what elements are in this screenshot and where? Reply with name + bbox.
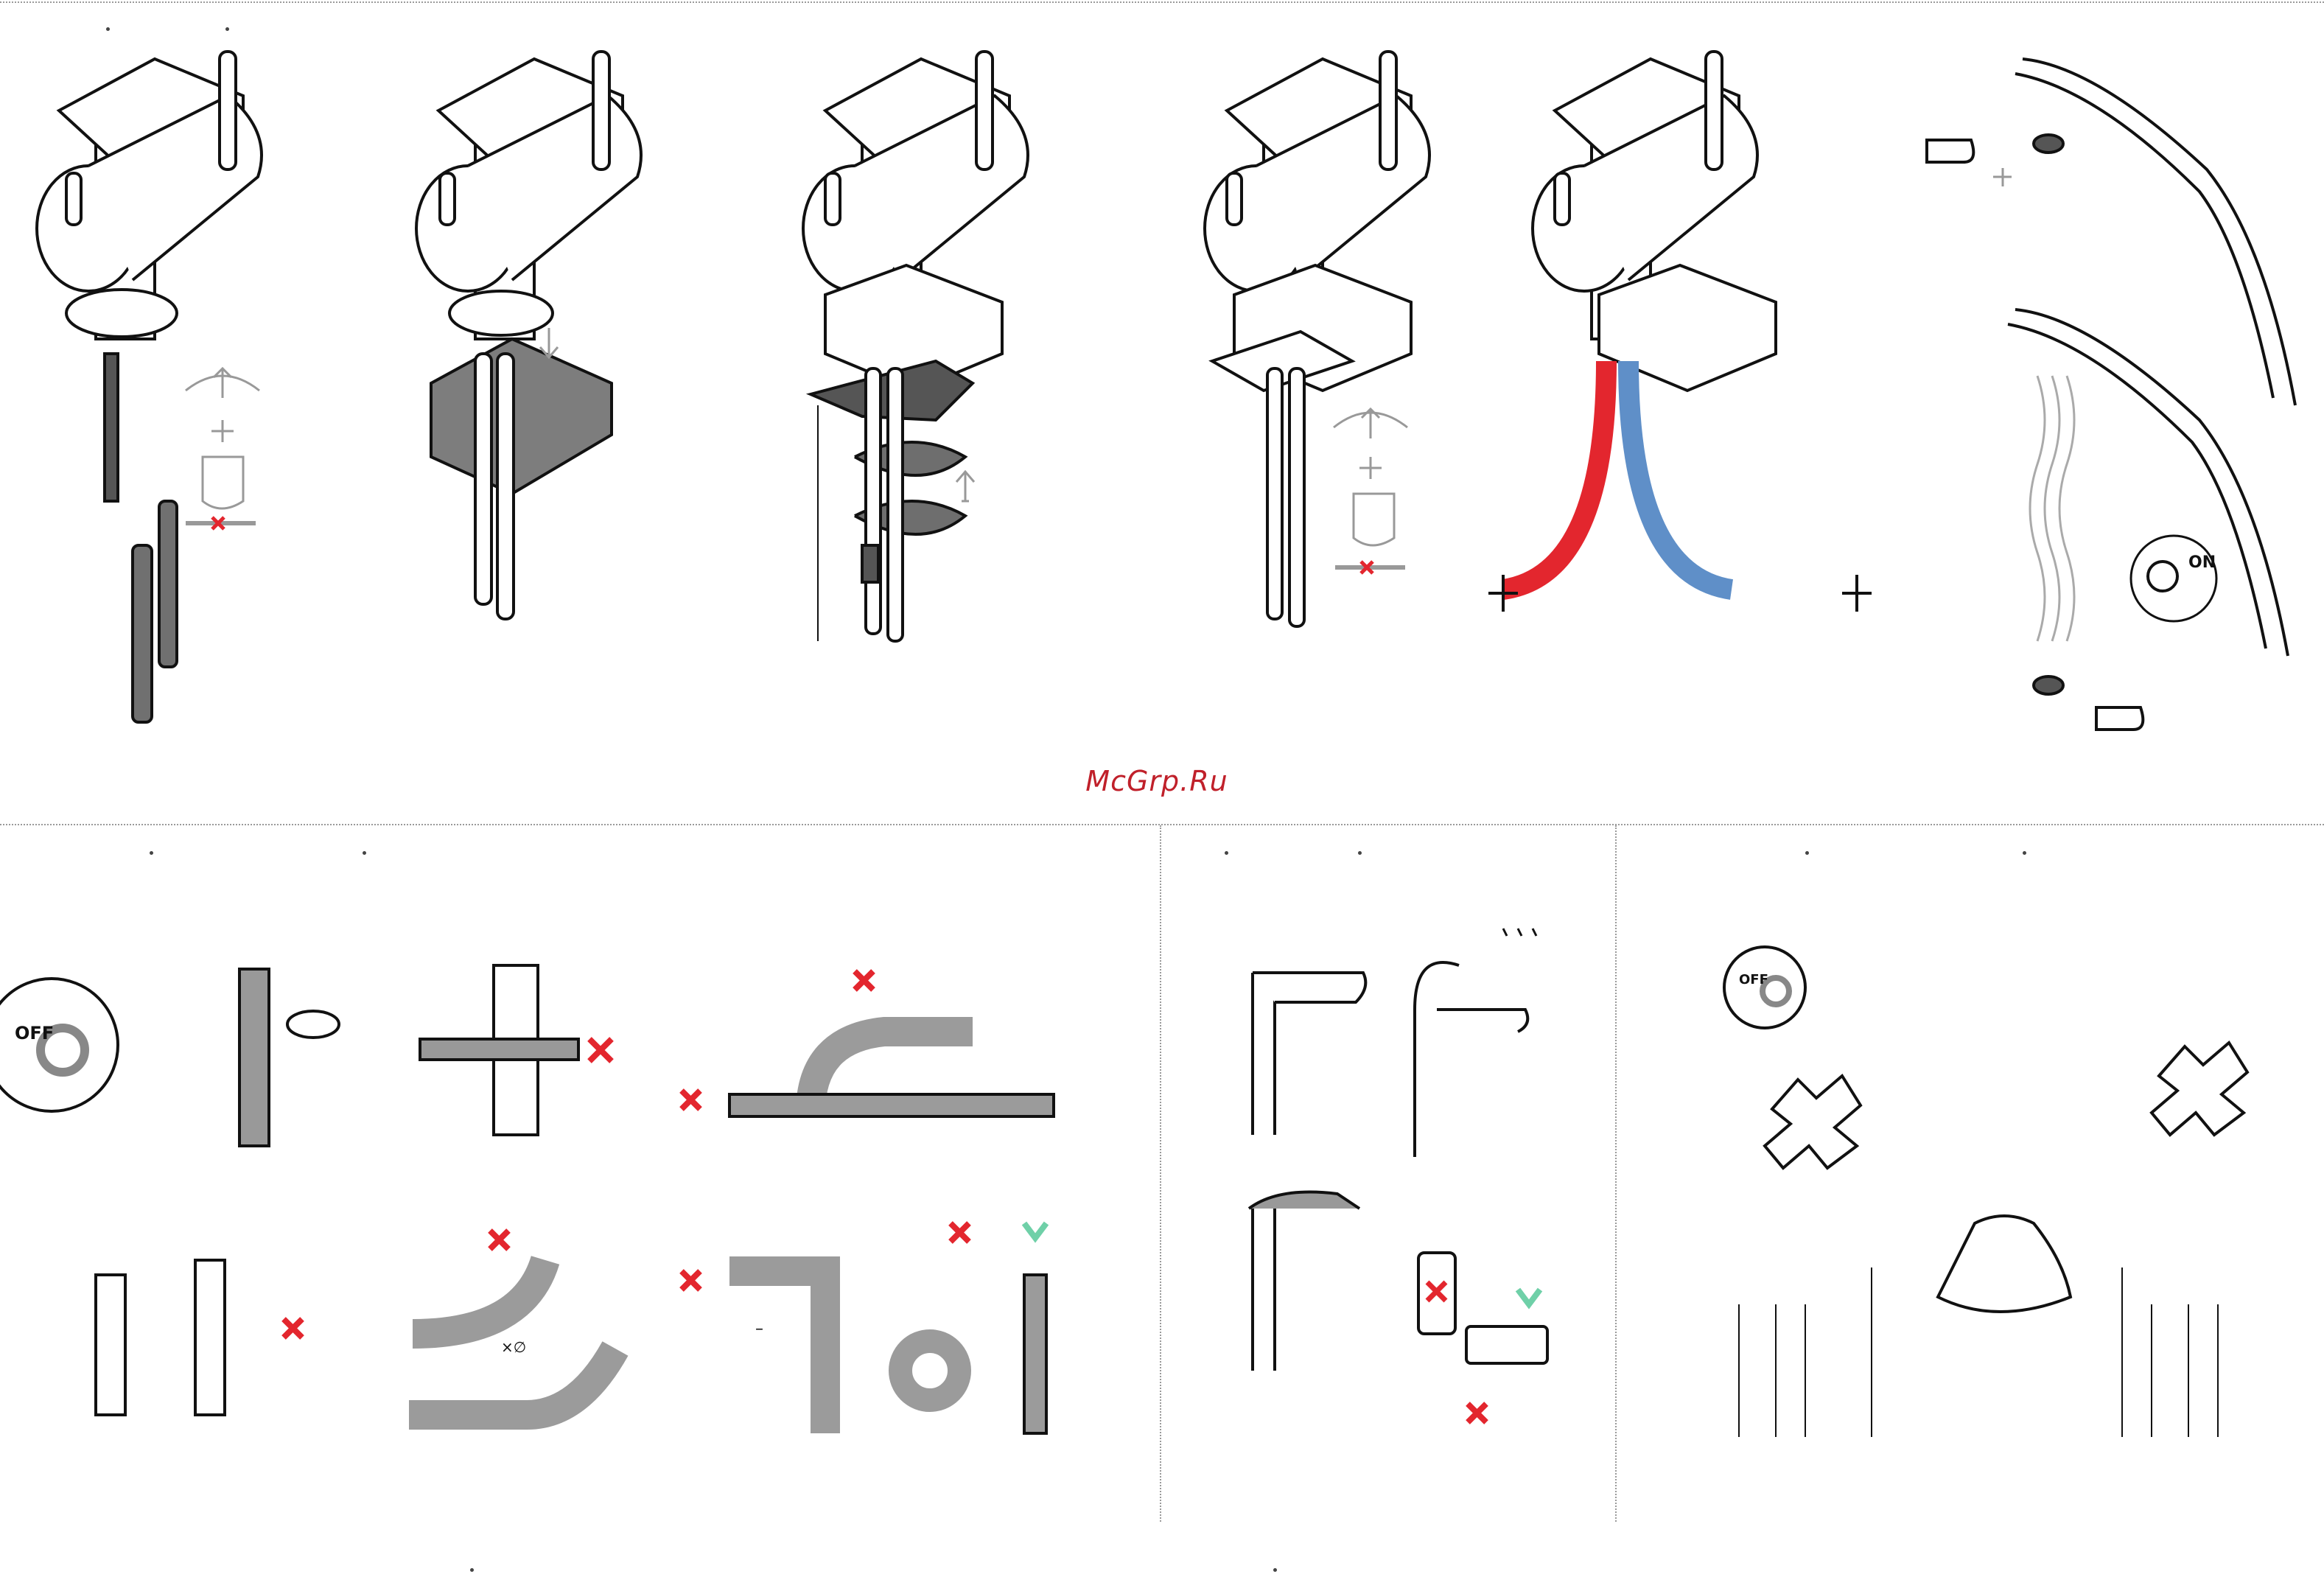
step-faucet-parts (22, 44, 287, 722)
flexible-hose (729, 1094, 1054, 1116)
water-drops (1503, 929, 1536, 936)
aerator-housing (1927, 140, 1973, 162)
cross-icon (682, 1271, 700, 1290)
ref-dot (470, 1568, 474, 1572)
hand-tighten-icon (1334, 409, 1407, 545)
cross-icon (490, 1231, 508, 1249)
no-wrench-icon (186, 517, 256, 529)
valve-body (1938, 1216, 2071, 1312)
cold-hose (1628, 361, 1732, 590)
cleaning-instructions (1208, 929, 1592, 1444)
top-divider (0, 1, 2324, 3)
check-icon (1024, 1223, 1046, 1238)
ref-dot (363, 851, 366, 855)
countertop (431, 339, 612, 494)
cold-valve (1842, 575, 1872, 612)
on-dial-icon: ON (2131, 536, 2216, 621)
cloth-icon (1249, 1192, 1359, 1209)
faucet-body (37, 52, 262, 339)
step-tighten-bracket (1190, 44, 1426, 619)
cross-handle-right (2152, 1043, 2247, 1135)
off-label-2: OFF (1739, 972, 1768, 987)
supply-hose-1 (133, 545, 152, 722)
check-icon (1518, 1290, 1540, 1304)
ref-dot (106, 27, 110, 31)
cross-icon (589, 1039, 612, 1061)
step-mounting-bracket (788, 44, 1032, 648)
vertical-divider-2 (1615, 825, 1617, 1522)
ref-dot (2023, 851, 2026, 855)
cross-icon (284, 1319, 302, 1338)
ref-dot (150, 851, 153, 855)
cross-icon (951, 1223, 969, 1242)
threaded-rod (105, 354, 118, 501)
sponge-icon (1466, 1326, 1547, 1363)
ref-dot (1805, 851, 1809, 855)
watermark-text: McGrp.Ru (1032, 765, 1282, 797)
handle-disassembly: OFF (1695, 943, 2269, 1400)
cross-handle-left (1765, 1076, 1861, 1168)
eye-icon (287, 1011, 339, 1038)
supply-hose-2 (159, 501, 177, 667)
diameter-label: ×∅ (501, 1338, 526, 1356)
cross-icon (1468, 1404, 1486, 1422)
middle-divider (0, 824, 2324, 825)
cross-icon (855, 971, 873, 990)
dash-label: – (755, 1320, 763, 1338)
no-wrench-icon (1335, 562, 1405, 573)
vertical-divider-1 (1160, 825, 1161, 1522)
step-insert-countertop (402, 44, 645, 619)
off-label: OFF (15, 1023, 54, 1043)
ref-dot (1358, 851, 1362, 855)
off-dial-icon: OFF (0, 979, 118, 1111)
step-connect-hoses (1488, 44, 1872, 663)
hose-segment (239, 969, 269, 1146)
ref-dot (1273, 1568, 1277, 1572)
off-dial-icon: OFF (1724, 947, 1805, 1028)
step-aerator: ON (1927, 44, 2310, 722)
water-flow (2030, 376, 2074, 641)
cross-icon (682, 1091, 700, 1109)
aerator-insert (2034, 135, 2063, 153)
hose-installation-guidelines: OFF ×∅ – (0, 870, 1149, 1459)
ref-dot (225, 27, 229, 31)
on-label: ON (2188, 553, 2216, 572)
up-arrow-icon (956, 472, 974, 501)
hand-tighten-icon (186, 368, 259, 508)
ref-dot (1225, 851, 1228, 855)
hot-hose (1503, 361, 1606, 590)
